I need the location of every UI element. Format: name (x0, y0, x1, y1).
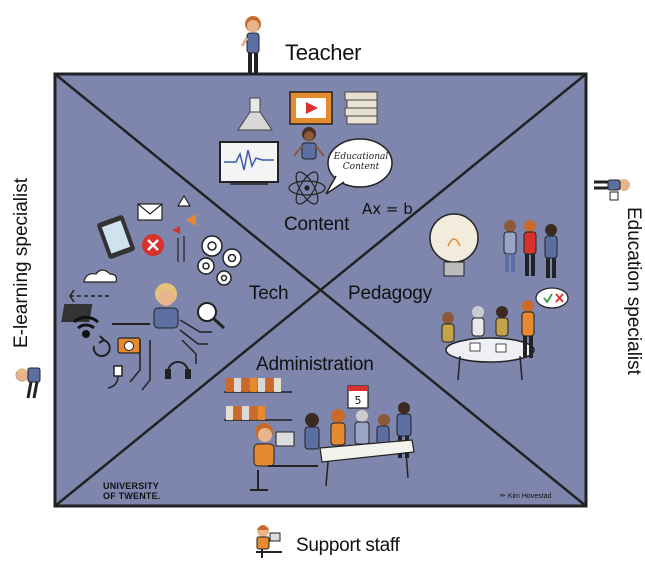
frame (53, 72, 588, 508)
quadrant-label-pedagogy: Pedagogy (348, 283, 432, 304)
role-label-education-specialist: Education specialist (623, 207, 644, 375)
quadrant-label-administration: Administration (256, 354, 374, 375)
camera-icon (117, 337, 141, 354)
headphones-icon (165, 361, 191, 379)
admin-table-icon (319, 439, 415, 487)
speech-bubble-line-1: Educational (333, 152, 389, 162)
desk-worker-icon (250, 423, 318, 491)
support-staff-figure-icon (256, 525, 282, 558)
speech-bubble-line-2: Content (342, 162, 380, 172)
role-label-support-staff: Support staff (296, 535, 400, 556)
graph-monitor-icon (219, 141, 279, 185)
role-label-teacher: Teacher (285, 40, 362, 65)
university-logo: UNIVERSITY OF TWENTE. (103, 481, 161, 501)
e-learning-specialist-figure-icon (15, 367, 41, 399)
error-icon (142, 234, 164, 256)
speech-bubble-icon (325, 138, 393, 195)
pedagogy-illustrations (429, 213, 569, 381)
education-specialist-figure-icon (594, 179, 630, 201)
circuit-lines (129, 319, 212, 391)
logo-line-1: UNIVERSITY (103, 481, 160, 491)
video-player-icon (289, 91, 333, 125)
bookshelf-icon (224, 378, 292, 421)
meeting-table-icon (445, 337, 535, 381)
svg-text:5: 5 (355, 394, 362, 407)
magnifier-icon (197, 302, 226, 330)
role-label-e-learning-specialist: E-learning specialist (11, 177, 32, 348)
speech-bubble-text: Educational Content (333, 152, 389, 172)
arrow-icons (172, 194, 196, 262)
lightbulb-icon (429, 213, 479, 277)
tech-illustrations (61, 194, 242, 391)
tablet-icon (97, 215, 135, 259)
presenter-figure-icon (293, 127, 325, 160)
refresh-icon (92, 335, 111, 357)
content-illustrations (219, 91, 393, 205)
seated-people-icon (441, 300, 535, 358)
formula-text: Ax = b (362, 200, 413, 218)
teacher-figure-icon (240, 16, 261, 73)
artist-credit-name: Kim Hovestad (507, 493, 552, 500)
cloud-icon (69, 269, 117, 303)
pen-icon: ✏ (500, 493, 506, 500)
mail-icon (137, 203, 163, 221)
standing-people-icon (503, 220, 558, 278)
atom-icon (288, 171, 326, 205)
logo-line-2: OF TWENTE. (103, 491, 161, 501)
calendar-icon: 5 (347, 385, 369, 409)
wifi-icon (73, 315, 99, 338)
flask-icon (237, 97, 273, 131)
plug-icon (107, 365, 123, 389)
quadrant-label-content: Content (284, 214, 350, 235)
artist-credit: ✏ Kim Hovestad (500, 492, 551, 500)
gears-icon (197, 235, 242, 286)
quadrant-label-tech: Tech (249, 283, 289, 304)
feedback-bubble-icon (535, 287, 569, 309)
administration-illustrations: 5 (224, 378, 415, 491)
books-icon (344, 91, 378, 125)
